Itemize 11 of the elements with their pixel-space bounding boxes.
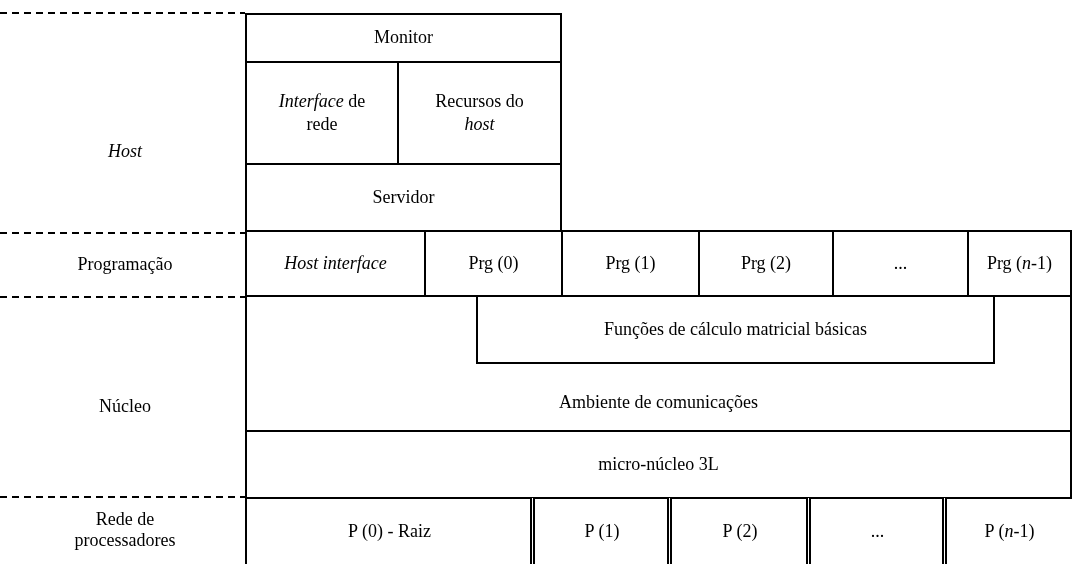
layer-panel — [245, 295, 1072, 432]
module-box: Monitor — [245, 13, 562, 63]
layer-name: Núcleo — [98, 396, 152, 418]
layer-name: Rede de processadores — [73, 508, 177, 552]
module-box: micro-núcleo 3L — [245, 430, 1072, 499]
module-box: Servidor — [245, 163, 562, 232]
layer-name: Host — [107, 141, 144, 163]
bracket-box: Funções de cálculo matricial básicas — [476, 297, 995, 364]
layer-label: Ambiente de comunicações — [559, 390, 758, 414]
module-box: Prg (n-1) — [967, 230, 1072, 297]
layer-name: Programação — [76, 254, 174, 276]
